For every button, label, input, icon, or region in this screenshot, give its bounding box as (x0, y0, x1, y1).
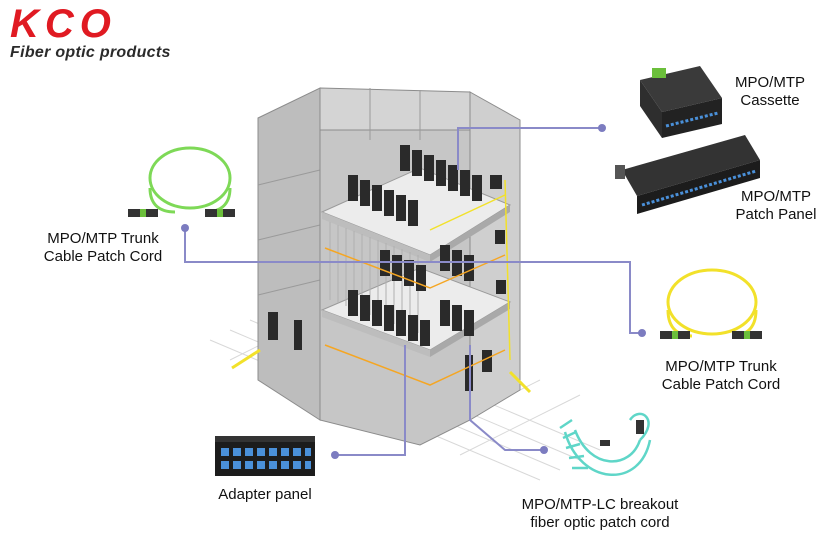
label-trunk-left-line2: Cable Patch Cord (43, 248, 163, 265)
label-breakout-line2: fiber optic patch cord (530, 514, 670, 531)
label-patch-panel-line1: MPO/MTP (741, 188, 811, 205)
label-trunk-left: MPO/MTP Trunk Cable Patch Cord (30, 230, 176, 266)
logo-text: KCO (10, 2, 117, 46)
building-back-face (319, 87, 471, 131)
connector-dots (181, 124, 646, 459)
label-breakout: MPO/MTP-LC breakout fiber optic patch co… (506, 496, 694, 532)
line-to-cassette (457, 127, 602, 170)
label-trunk-right-line2: Cable Patch Cord (661, 376, 781, 393)
logo-tagline: Fiber optic products (10, 44, 171, 61)
label-adapter-panel: Adapter panel (205, 486, 325, 504)
label-trunk-left-line1: MPO/MTP Trunk (47, 230, 159, 247)
building-left-face (257, 87, 321, 421)
label-patch-panel-line2: Patch Panel (735, 206, 817, 223)
connector-lines (184, 127, 642, 456)
line-to-breakout (469, 345, 544, 451)
mpo-cassette-product (640, 66, 722, 138)
label-cassette-line1: MPO/MTP (735, 74, 805, 91)
line-to-trunk-left (184, 228, 642, 334)
breakout-cord-product (559, 412, 652, 477)
label-trunk-right: MPO/MTP Trunk Cable Patch Cord (648, 358, 794, 394)
building-right-face (469, 91, 521, 421)
server-racks-upper (348, 145, 502, 226)
label-cassette-line2: Cassette (740, 92, 800, 109)
mpo-patch-panel-product (615, 135, 760, 214)
line-to-adapter-panel (335, 345, 406, 456)
label-patch-panel: MPO/MTP Patch Panel (728, 188, 824, 224)
label-trunk-right-line1: MPO/MTP Trunk (665, 358, 777, 375)
label-adapter-panel-line1: Adapter panel (218, 486, 312, 503)
server-racks-lower (268, 280, 506, 391)
label-cassette: MPO/MTP Cassette (725, 74, 815, 110)
kco-logo: KCO Fiber optic products (10, 4, 171, 62)
yellow-trunk-cable (660, 268, 762, 339)
adapter-panel-product (215, 436, 315, 476)
label-breakout-line1: MPO/MTP-LC breakout (521, 496, 679, 513)
green-trunk-cable (128, 146, 235, 217)
